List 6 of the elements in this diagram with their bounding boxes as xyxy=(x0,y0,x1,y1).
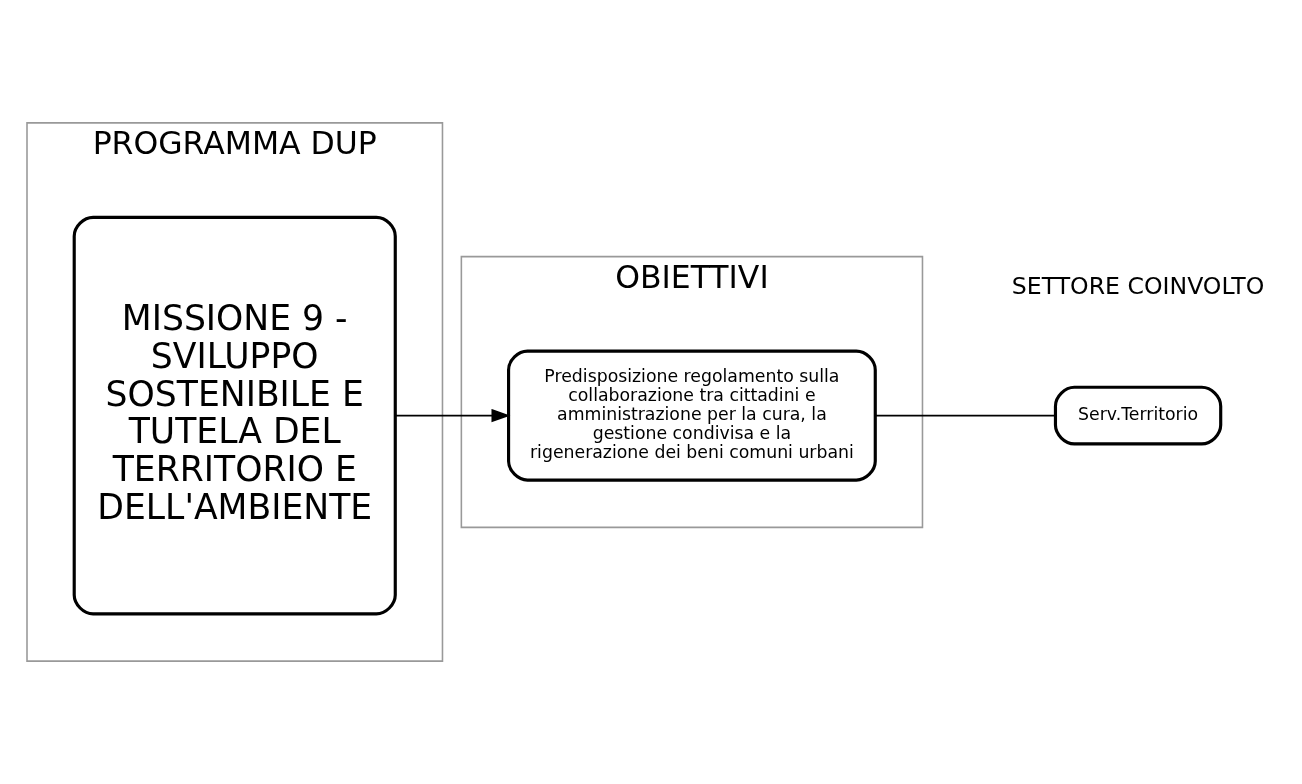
node-box: MISSIONE 9 - SVILUPPO SOSTENIBILE E TUTELA DEL TERRITORIO E DELL'AMBIENTE xyxy=(72,215,397,616)
connector xyxy=(874,414,1057,417)
label: SETTORE COINVOLTO xyxy=(1011,271,1265,300)
node-box: Predisposizione regolamento sulla collaborazione tra cittadini e amministrazione per la cura, la gestione condivisa e la rigenerazione dei beni comuni urbani xyxy=(507,349,877,482)
arrow xyxy=(394,409,511,423)
node-box: Serv.Territorio xyxy=(1053,385,1223,446)
